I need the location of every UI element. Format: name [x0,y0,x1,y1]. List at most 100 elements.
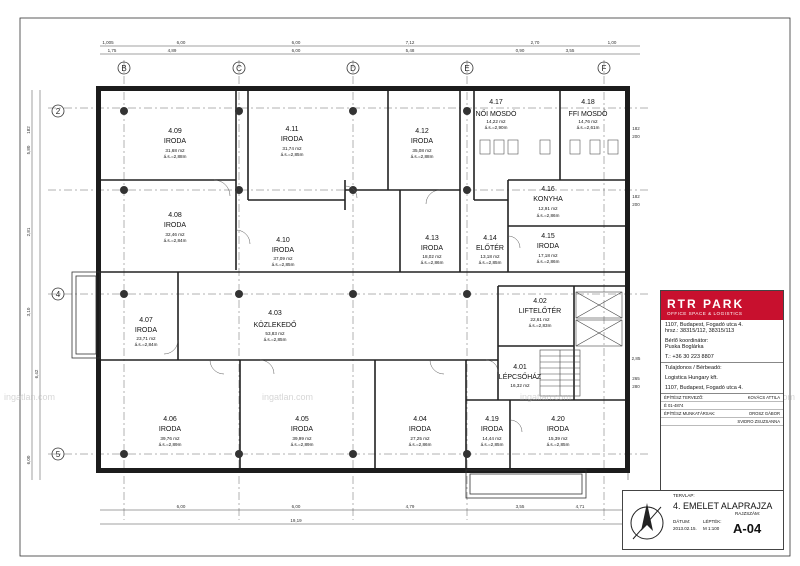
svg-text:IRODA: IRODA [164,138,187,145]
svg-text:á.s.=2,89m: á.s.=2,89m [291,442,314,447]
svg-text:182: 182 [26,126,31,134]
svg-text:4,71: 4,71 [576,504,585,509]
svg-text:IRODA: IRODA [164,222,187,229]
svg-text:NŐI MOSDÓ: NŐI MOSDÓ [476,109,517,118]
room-4-08: 4.08 IRODA 32,46 m2 á.s.=2,84m [164,212,187,243]
svg-text:14,44 m2: 14,44 m2 [482,436,502,441]
svg-text:6,00: 6,00 [292,40,301,45]
svg-text:á.s.=2,85m: á.s.=2,85m [481,442,504,447]
exterior-walls [71,86,630,499]
svg-text:4.01: 4.01 [513,364,527,371]
svg-text:á.s.=2,84m: á.s.=2,84m [135,342,158,347]
drawing-frame [19,17,791,557]
datum-label: DÁTUM: [673,519,691,524]
svg-text:á.s.=2,61m: á.s.=2,61m [577,125,600,130]
svg-text:á.s.=2,86m: á.s.=2,86m [537,213,560,218]
room-4-01: 4.01 LÉPCSŐHÁZ 16,32 m2 [499,364,542,388]
svg-text:1,75: 1,75 [108,48,117,53]
watermark: ingatlan.com [520,392,571,402]
svg-text:á.s.=2,85m: á.s.=2,85m [479,260,502,265]
svg-text:4.14: 4.14 [483,235,497,242]
top-dimension-chain: 1,005 6,00 6,00 7,12 2,70 1,00 1,75 4,89… [100,40,640,55]
svg-text:4.18: 4.18 [581,99,595,106]
designer-row: ÉPÍTÉSZ MUNKATÁRSAK:OROSZ GÁBOR [661,410,783,418]
room-4-05: 4.05 IRODA 39,99 m2 á.s.=2,89m [291,416,314,447]
brand-tagline: OFFICE SPACE & LOGISTICS [667,311,743,316]
svg-text:FFI MOSDÓ: FFI MOSDÓ [569,109,608,118]
svg-text:16,32 m2: 16,32 m2 [510,383,530,388]
svg-text:200: 200 [632,202,640,207]
svg-text:32,46 m2: 32,46 m2 [165,232,185,237]
elevator-shafts [575,291,623,347]
svg-text:14,22 m2: 14,22 m2 [486,119,506,124]
room-labels: 4.09 IRODA 31,68 m2 á.s.=2,88m 4.11 IROD… [135,99,608,447]
svg-text:4.07: 4.07 [139,317,153,324]
svg-text:12,91 m2: 12,91 m2 [538,206,558,211]
svg-text:5,48: 5,48 [406,48,415,53]
svg-text:4.19: 4.19 [485,416,499,423]
svg-text:á.s.=2,86m: á.s.=2,86m [537,259,560,264]
svg-text:IRODA: IRODA [481,426,504,433]
svg-text:4.09: 4.09 [168,128,182,135]
svg-text:4.15: 4.15 [541,233,555,240]
svg-text:3,10: 3,10 [26,307,31,316]
svg-text:4.03: 4.03 [268,310,282,317]
svg-text:1,00: 1,00 [608,40,617,45]
svg-text:53,83 m2: 53,83 m2 [265,331,285,336]
svg-text:2,85: 2,85 [632,356,641,361]
svg-text:31,74 m2: 31,74 m2 [282,146,302,151]
rajzszam-value: A-04 [733,521,762,536]
room-4-14: 4.14 ELŐTÉR 13,18 m2 á.s.=2,85m [476,235,504,265]
room-4-07: 4.07 IRODA 23,71 m2 á.s.=2,84m [135,317,158,347]
owner-section: Tulajdonos / Bérbeadó: Logistica Hungary… [661,363,783,394]
svg-text:37,09 m2: 37,09 m2 [273,256,293,261]
svg-text:14,76 m2: 14,76 m2 [578,119,598,124]
room-4-16: 4.16 KONYHA 12,91 m2 á.s.=2,86m [533,186,563,218]
svg-text:4,89: 4,89 [168,48,177,53]
svg-text:182: 182 [632,194,640,199]
sheet-title: 4. EMELET ALAPRAJZA [673,501,773,511]
lepteg-label: LÉPTÉK: [703,519,722,524]
rajzszam-label: RAJZSZÁM: [735,511,761,516]
svg-text:17,18 m2: 17,18 m2 [538,253,558,258]
contact-name: Puska Boglárka [665,344,704,350]
bottom-dimension-chain: 6,00 6,00 4,79 3,55 4,71 19,19 [100,504,640,525]
svg-text:KÖZLEKEDŐ: KÖZLEKEDŐ [254,320,297,329]
svg-text:ELŐTÉR: ELŐTÉR [476,243,504,252]
svg-text:á.s.=2,90m: á.s.=2,90m [485,125,508,130]
svg-text:á.s.=2,85m: á.s.=2,85m [547,442,570,447]
svg-text:4.20: 4.20 [551,416,565,423]
axis-col-b: B [121,64,126,73]
staircase [539,349,581,397]
svg-text:IRODA: IRODA [547,426,570,433]
room-4-06: 4.06 IRODA 39,76 m2 á.s.=2,89m [159,416,182,447]
svg-text:4.17: 4.17 [489,99,503,106]
svg-text:4.13: 4.13 [425,235,439,242]
room-4-12: 4.12 IRODA 35,08 m2 á.s.=2,88m [411,128,434,159]
svg-text:27,25 m2: 27,25 m2 [410,436,430,441]
designer-row: ÉPÍTÉSZ TERVEZŐ:KOVÁCS ATTILA [661,394,783,402]
svg-text:á.s.=2,83m: á.s.=2,83m [529,323,552,328]
room-4-11: 4.11 IRODA 31,74 m2 á.s.=2,85m [281,126,304,157]
axis-col-e: E [464,64,469,73]
axis-row-2: 2 [56,107,61,116]
svg-text:280: 280 [632,384,640,389]
watermark: ingatlan.com [4,392,55,402]
svg-text:IRODA: IRODA [281,136,304,143]
svg-text:á.s.=2,84m: á.s.=2,84m [164,238,187,243]
project-address: 1107, Budapest, Fogadó utca 4. [665,322,743,328]
svg-text:3,55: 3,55 [516,504,525,509]
sheet-info-block: TERVLAP: 4. EMELET ALAPRAJZA DÁTUM: 2013… [622,490,784,550]
owner-label: Tulajdonos / Bérbeadó: [665,365,722,371]
north-arrow-icon [630,503,664,540]
tervlap-label: TERVLAP: [673,493,695,498]
svg-text:4.12: 4.12 [415,128,429,135]
svg-text:3,55: 3,55 [566,48,575,53]
svg-text:0,90: 0,90 [516,48,525,53]
interior-walls [101,91,625,468]
door-swings [163,179,523,433]
brand-name: RTR PARK [667,297,745,311]
svg-text:182: 182 [632,126,640,131]
room-4-18: 4.18 FFI MOSDÓ 14,76 m2 á.s.=2,61m [569,99,608,130]
